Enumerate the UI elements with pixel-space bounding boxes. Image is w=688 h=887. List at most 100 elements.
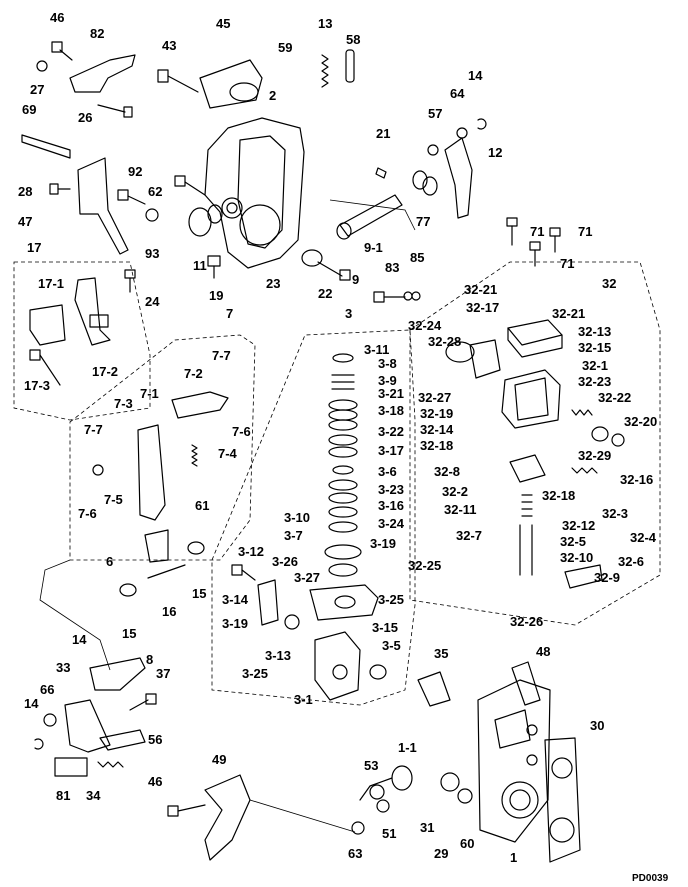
callout-label-7-4: 7-4 bbox=[218, 446, 238, 461]
pin-58 bbox=[345, 49, 355, 83]
bracket-3-12 bbox=[257, 579, 279, 626]
callout-label-32-6: 32-6 bbox=[618, 554, 644, 569]
callout-label-1-1: 1-1 bbox=[398, 740, 417, 755]
callout-label-16: 16 bbox=[162, 604, 176, 619]
callout-label-7-6a: 7-6 bbox=[232, 424, 251, 439]
callout-label-32-1: 32-1 bbox=[582, 358, 608, 373]
callout-label-47: 47 bbox=[18, 214, 32, 229]
callout-label-71b: 71 bbox=[578, 224, 592, 239]
callout-label-31: 31 bbox=[420, 820, 434, 835]
bolt-26 bbox=[97, 104, 133, 118]
callout-label-3-11: 3-11 bbox=[364, 342, 389, 357]
callout-label-14c: 14 bbox=[24, 696, 39, 711]
callout-label-30: 30 bbox=[590, 718, 604, 733]
bushing-15a bbox=[187, 541, 205, 555]
callout-label-15a: 15 bbox=[192, 586, 206, 601]
callout-label-32-21a: 32-21 bbox=[464, 282, 497, 297]
callout-label-32-16: 32-16 bbox=[620, 472, 653, 487]
callout-label-28: 28 bbox=[18, 184, 32, 199]
callout-label-3: 3 bbox=[345, 306, 352, 321]
callout-label-32: 32 bbox=[602, 276, 616, 291]
callout-label-93: 93 bbox=[145, 246, 159, 261]
callout-label-3-8: 3-8 bbox=[378, 356, 397, 371]
group-32-boundary bbox=[409, 261, 661, 626]
callout-label-32-12: 32-12 bbox=[562, 518, 595, 533]
bolt-62 bbox=[174, 175, 206, 196]
callout-label-1: 1 bbox=[510, 850, 517, 865]
link-56 bbox=[99, 729, 146, 751]
callout-label-29: 29 bbox=[434, 846, 448, 861]
callout-label-32-19: 32-19 bbox=[420, 406, 453, 421]
callout-label-59: 59 bbox=[278, 40, 292, 55]
callout-label-46a: 46 bbox=[50, 10, 64, 25]
callout-label-3-21: 3-21 bbox=[378, 386, 404, 401]
callout-label-58: 58 bbox=[346, 32, 360, 47]
callout-label-64: 64 bbox=[450, 86, 465, 101]
lever-47 bbox=[77, 157, 129, 255]
callout-label-3-10: 3-10 bbox=[284, 510, 310, 525]
callout-label-32-4: 32-4 bbox=[630, 530, 657, 545]
callout-label-32-21b: 32-21 bbox=[552, 306, 585, 321]
callout-label-3-19b: 3-19 bbox=[222, 616, 248, 631]
bolt-3-14 bbox=[231, 564, 256, 581]
bolt-83 bbox=[373, 291, 406, 303]
callout-label-23: 23 bbox=[266, 276, 280, 291]
pin-16 bbox=[147, 564, 186, 579]
washer-66 bbox=[43, 713, 57, 727]
bushing-11 bbox=[188, 204, 223, 237]
shaft-69 bbox=[21, 134, 71, 159]
callout-label-3-16: 3-16 bbox=[378, 498, 404, 513]
spring-34 bbox=[97, 761, 124, 768]
actuator-32-28 bbox=[445, 339, 501, 379]
solenoid-32-1 bbox=[501, 369, 561, 429]
seal-53 bbox=[369, 784, 385, 800]
callout-label-3-18: 3-18 bbox=[378, 403, 404, 418]
callout-label-32-14: 32-14 bbox=[420, 422, 454, 437]
callout-label-3-19a: 3-19 bbox=[370, 536, 396, 551]
rod-32-5 bbox=[519, 524, 533, 576]
clip-14-top bbox=[477, 118, 487, 130]
callout-label-32-28: 32-28 bbox=[428, 334, 461, 349]
plate-32-9 bbox=[564, 564, 603, 589]
leader-bracket-49 bbox=[249, 799, 356, 833]
callout-label-32-13: 32-13 bbox=[578, 324, 611, 339]
callout-label-3-12: 3-12 bbox=[238, 544, 264, 559]
callout-label-60: 60 bbox=[460, 836, 474, 851]
callout-label-32-22: 32-22 bbox=[598, 390, 631, 405]
callout-label-83: 83 bbox=[385, 260, 399, 275]
callout-label-63: 63 bbox=[348, 846, 362, 861]
callout-label-32-7: 32-7 bbox=[456, 528, 482, 543]
shaft-9 bbox=[336, 194, 403, 240]
callout-label-49: 49 bbox=[212, 752, 226, 767]
bracket-35 bbox=[417, 671, 451, 707]
callout-label-15b: 15 bbox=[122, 626, 136, 641]
callout-label-48: 48 bbox=[536, 644, 550, 659]
washer-64 bbox=[456, 127, 468, 139]
callout-label-27: 27 bbox=[30, 82, 44, 97]
callout-label-32-23: 32-23 bbox=[578, 374, 611, 389]
callout-label-17-2: 17-2 bbox=[92, 364, 118, 379]
callout-label-62: 62 bbox=[148, 184, 162, 199]
callout-label-14a: 14 bbox=[468, 68, 483, 83]
callout-label-7-7b: 7-7 bbox=[84, 422, 103, 437]
callout-label-77: 77 bbox=[416, 214, 430, 229]
gasket-30 bbox=[544, 737, 581, 863]
callout-label-9-1: 9-1 bbox=[364, 240, 383, 255]
callout-label-37: 37 bbox=[156, 666, 170, 681]
bolt-46-bottom bbox=[167, 804, 206, 817]
washers-77 bbox=[412, 170, 438, 196]
callout-label-32-29: 32-29 bbox=[578, 448, 611, 463]
lever-7-1 bbox=[137, 424, 169, 563]
bolt-22 bbox=[317, 261, 351, 281]
callout-label-56: 56 bbox=[148, 732, 162, 747]
callout-label-32-25: 32-25 bbox=[408, 558, 441, 573]
clip-14-lower bbox=[34, 738, 44, 750]
callout-label-57: 57 bbox=[428, 106, 442, 121]
callout-label-14b: 14 bbox=[72, 632, 87, 647]
ring-51 bbox=[376, 799, 390, 813]
callout-label-2: 2 bbox=[269, 88, 276, 103]
group-3-boundary bbox=[211, 329, 416, 706]
callout-label-33: 33 bbox=[56, 660, 70, 675]
